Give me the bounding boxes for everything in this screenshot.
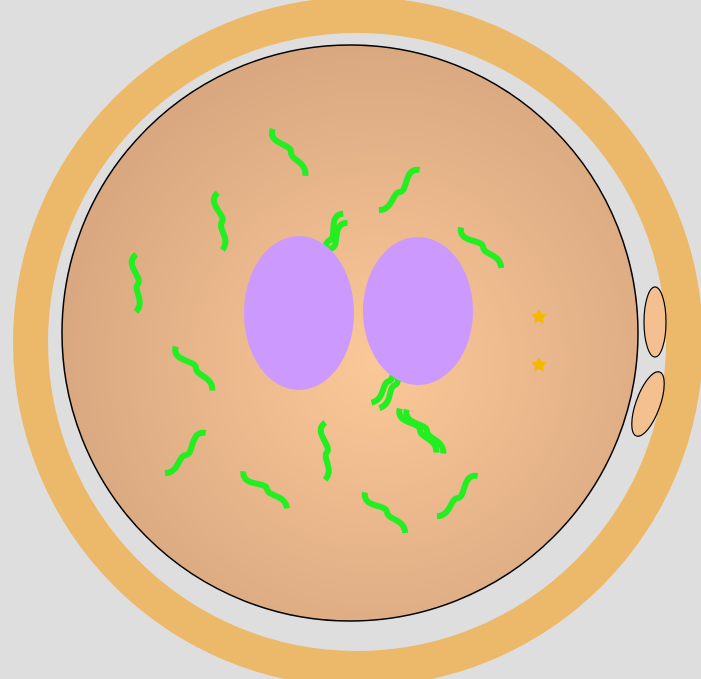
polar-body [644,287,666,357]
pronucleus [363,237,473,385]
pronucleus [244,236,354,390]
